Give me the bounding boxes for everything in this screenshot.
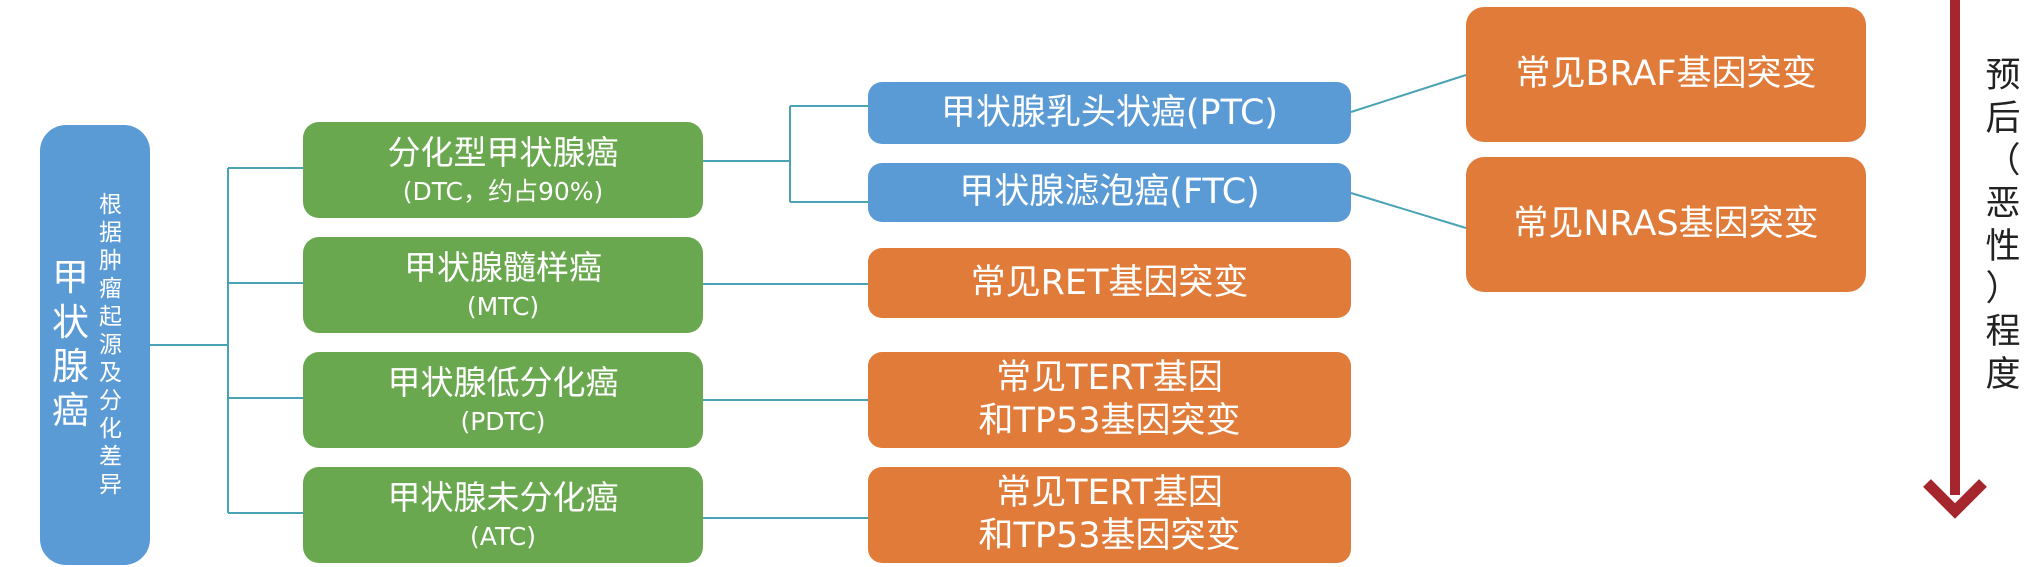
- type-box-dtc: 分化型甲状腺癌 (DTC，约占90%): [303, 122, 703, 218]
- type-name: 甲状腺髓样癌: [404, 247, 602, 287]
- subtype-name: 甲状腺滤泡癌(FTC): [959, 172, 1260, 213]
- type-box-atc: 甲状腺未分化癌 (ATC): [303, 467, 703, 563]
- mutation-box-ptc: 常见BRAF基因突变: [1466, 7, 1866, 142]
- type-name: 甲状腺低分化癌: [387, 362, 619, 402]
- connector-ptc-to-mutation: [1350, 74, 1467, 113]
- vertical-char: 差: [99, 444, 122, 471]
- mutation-text-line2: 和TP53基因突变: [978, 516, 1241, 556]
- mutation-box-pdtc: 常见TERT基因 和TP53基因突变: [868, 352, 1351, 448]
- vertical-char: 预: [1985, 56, 2021, 96]
- connector-ftc-to-mutation: [1350, 192, 1467, 229]
- mutation-box-mtc: 常见RET基因突变: [868, 248, 1351, 318]
- vertical-char: 瘤: [99, 275, 122, 302]
- vertical-char: ）: [1985, 269, 2021, 310]
- vertical-char: 化: [99, 416, 122, 443]
- subtype-box-ftc: 甲状腺滤泡癌(FTC): [868, 163, 1351, 222]
- vertical-char: 状: [52, 300, 89, 344]
- vertical-char: 根: [99, 191, 122, 218]
- vertical-char: 恶: [1985, 184, 2021, 225]
- mutation-text-line1: 常见TERT基因: [996, 473, 1223, 514]
- vertical-char: 异: [99, 472, 122, 499]
- mutation-box-ftc: 常见NRAS基因突变: [1466, 157, 1866, 292]
- vertical-char: 源: [99, 331, 122, 358]
- type-box-mtc: 甲状腺髓样癌 (MTC): [303, 237, 703, 333]
- prognosis-arrow-head: [1923, 479, 1987, 519]
- type-name: 分化型甲状腺癌: [387, 132, 619, 172]
- root-box: 甲状腺癌 根据肿瘤起源及分化差异: [40, 125, 150, 565]
- mutation-text: 常见NRAS基因突变: [1513, 204, 1819, 245]
- vertical-char: 起: [99, 303, 122, 330]
- vertical-char: 及: [99, 360, 122, 387]
- prognosis-label: 预后（恶性）程度: [1983, 55, 2023, 397]
- vertical-char: 甲: [52, 256, 89, 300]
- root-label: 甲状腺癌: [52, 256, 89, 434]
- vertical-char: 分: [99, 388, 122, 415]
- vertical-char: 癌: [52, 389, 89, 433]
- type-name: 甲状腺未分化癌: [387, 477, 619, 517]
- mutation-text: 常见BRAF基因突变: [1515, 54, 1817, 95]
- type-abbr: (PDTC): [460, 406, 546, 436]
- vertical-char: （: [1985, 141, 2021, 182]
- vertical-char: 度: [1985, 354, 2021, 395]
- mutation-text: 常见RET基因突变: [970, 262, 1249, 303]
- vertical-char: 肿: [99, 247, 122, 274]
- type-abbr: (MTC): [466, 291, 540, 321]
- type-box-pdtc: 甲状腺低分化癌 (PDTC): [303, 352, 703, 448]
- vertical-char: 程: [1985, 312, 2021, 353]
- subtype-box-ptc: 甲状腺乳头状癌(PTC): [868, 82, 1351, 144]
- mutation-text-line2: 和TP53基因突变: [978, 401, 1241, 441]
- vertical-char: 性: [1985, 226, 2021, 267]
- subtype-name: 甲状腺乳头状癌(PTC): [940, 92, 1279, 133]
- vertical-char: 腺: [52, 345, 89, 388]
- mutation-box-atc: 常见TERT基因 和TP53基因突变: [868, 467, 1351, 563]
- mutation-text-line1: 常见TERT基因: [996, 358, 1223, 399]
- vertical-char: 据: [99, 219, 122, 246]
- type-abbr: (ATC): [470, 521, 536, 551]
- prognosis-arrow-shaft: [1950, 0, 1960, 495]
- type-abbr: (DTC，约占90%): [402, 176, 604, 206]
- vertical-char: 后: [1985, 98, 2021, 139]
- root-note: 根据肿瘤起源及分化差异: [99, 191, 122, 500]
